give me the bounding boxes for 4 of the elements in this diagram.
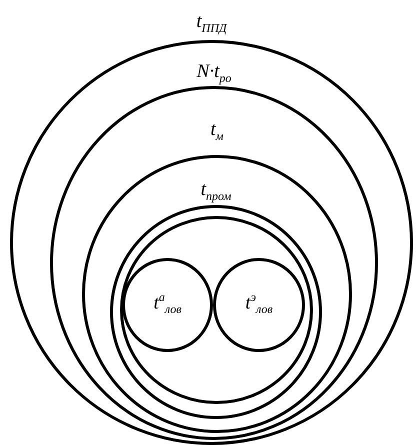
time-label: N·t$_{ро}$	[196, 62, 232, 84]
time-label: t$_{пром}$	[200, 180, 232, 202]
time-label: t$_{ППД}$	[196, 12, 227, 34]
time-label: t$_{м}$	[210, 120, 224, 142]
